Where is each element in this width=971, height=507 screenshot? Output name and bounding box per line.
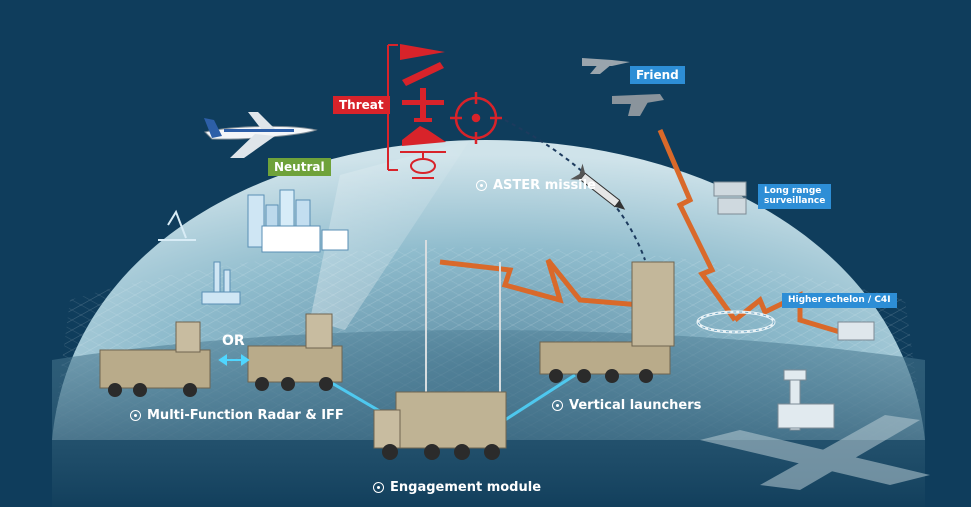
c4i-ring-icon [696,310,776,334]
vertical-launcher-truck [539,261,675,383]
mfr-truck-1 [99,321,211,397]
fighter-jet-icon [402,126,446,146]
city-buildings [247,189,349,253]
swap-arrow [218,354,250,366]
bullet-icon [476,180,487,191]
airport-tower [777,369,835,431]
caption-aster-text: ASTER missile [493,178,596,193]
target-crosshair-icon [450,92,502,144]
neutral-label: Neutral [268,158,331,177]
friend-jet-icon-2 [612,94,664,116]
caption-vertical-launchers: Vertical launchers [552,398,701,413]
long-range-surveillance-label: Long range surveillance [758,184,832,209]
long-range-line2: surveillance [764,196,826,207]
port-crane [158,209,196,241]
threat-label: Threat [333,96,390,115]
caption-vl-text: Vertical launchers [569,398,702,413]
shelter-icon [837,321,875,341]
radar-beam [310,140,470,330]
mfr-truck-2 [247,313,343,391]
bullet-icon [130,410,141,421]
missile-icon [400,44,445,60]
drone-icon [402,88,444,122]
bullet-icon [552,400,563,411]
caption-aster: ASTER missile [476,178,596,193]
long-range-line1: Long range [764,186,822,196]
factory [201,261,241,305]
engagement-module-truck [373,391,507,460]
caption-engagement-module: Engagement module [373,480,541,495]
caption-em-text: Engagement module [390,480,542,495]
friend-jet-icon-1 [582,58,630,74]
higher-echelon-label: Higher echelon / C4I [782,293,897,308]
cruise-missile-icon [402,62,444,86]
bullet-icon [373,482,384,493]
long-range-radar-icon [713,181,747,215]
airfield-runways [700,415,930,490]
caption-mfr-text: Multi-Function Radar & IFF [147,408,344,423]
helicopter-icon [400,151,446,179]
airliner-icon [204,112,318,158]
friend-label: Friend [630,66,685,85]
aster-missile-icon [570,163,626,210]
or-label: OR [222,333,245,349]
antenna-masts [425,240,501,400]
caption-mfr: Multi-Function Radar & IFF [130,408,344,423]
